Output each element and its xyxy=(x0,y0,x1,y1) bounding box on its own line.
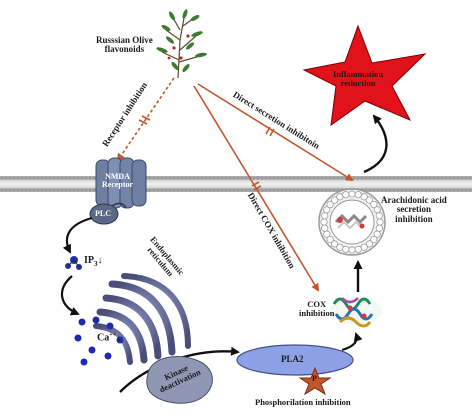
calcium-text: Ca xyxy=(97,332,110,344)
receptor-inhibition-arrow xyxy=(116,77,175,162)
cox-protein-icon xyxy=(330,297,382,328)
phosphorylation-inhibition-label: Phosphorilation inhibition xyxy=(255,397,351,407)
plc-icon xyxy=(89,202,127,225)
ip3-to-er-arrow xyxy=(61,275,80,316)
arachidonic-acid-molecule-icon xyxy=(334,213,368,230)
calcium-label: Ca++↓ xyxy=(97,332,121,344)
calcium-superscript: ++ xyxy=(109,332,117,338)
ip3-label: IP3↓ xyxy=(84,255,103,268)
pla2-to-cox-arrow xyxy=(341,332,363,352)
direct-secretion-inhibition-arrow xyxy=(197,83,354,182)
phosphate-label: P xyxy=(312,374,317,383)
ip3-subscript: 3 xyxy=(94,260,98,268)
vesicle-to-inflammation-arrow xyxy=(363,114,388,174)
inflammation-reduction-star xyxy=(302,24,427,127)
inflammation-reduction-label: Inflammation reduction xyxy=(333,69,384,88)
cox-inhibition-label: COX inhibition xyxy=(299,299,335,318)
pla2-enzyme xyxy=(236,344,354,376)
ip3-molecule-icon xyxy=(65,256,82,270)
kinase-icon xyxy=(146,356,213,404)
calcium-down-arrow-icon: ↓ xyxy=(116,332,122,344)
calcium-ions xyxy=(74,316,124,366)
direct-cox-inhibition-arrow xyxy=(193,85,320,292)
endoplasmic-reticulum-icon xyxy=(93,273,191,365)
russian-olive-plant-icon xyxy=(156,9,207,79)
phosphate-star-icon xyxy=(298,366,332,396)
source-label: Russsian Olive flavonoids xyxy=(96,35,153,55)
pla2-label: PLA2 xyxy=(281,354,304,364)
arachidonic-acid-label: Arachidonic acid secretion inhibition xyxy=(381,195,447,224)
nmda-receptor-label: NMDA Receptor xyxy=(102,172,134,190)
ip3-text: IP xyxy=(84,255,94,266)
cell-membrane xyxy=(0,176,472,192)
plc-label: PLC xyxy=(95,209,111,218)
arachidonic-acid-vesicle xyxy=(318,188,386,256)
ip3-down-arrow-icon: ↓ xyxy=(97,255,103,266)
plc-to-ip3-arrow xyxy=(62,216,93,254)
